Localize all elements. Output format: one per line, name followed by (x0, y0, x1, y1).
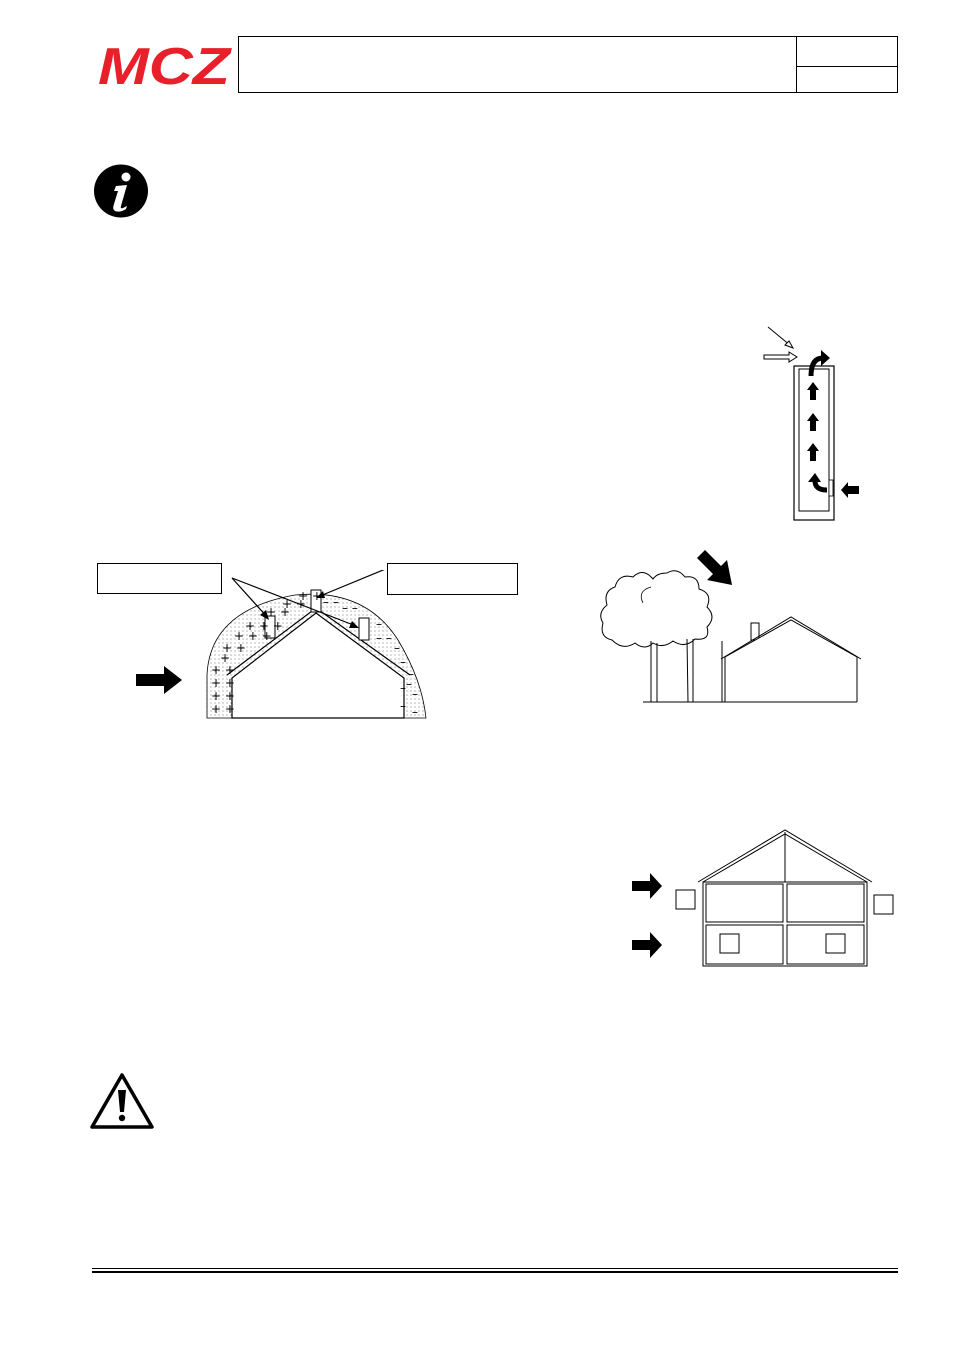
mcz-logo: MCZ (92, 38, 237, 96)
chimney-draft-diagram (755, 320, 865, 525)
svg-text:+ +: + + (298, 589, 322, 603)
svg-text:+ +: + + (211, 689, 235, 703)
svg-text:–: – (394, 641, 400, 655)
svg-text:–: – (412, 687, 418, 701)
logo-text: MCZ (98, 40, 233, 90)
svg-text:–: – (376, 617, 382, 631)
svg-text:+ +: + + (211, 702, 235, 716)
svg-text:–: – (408, 667, 414, 681)
svg-text:+ + +: + + + (245, 619, 283, 633)
svg-text:–: – (400, 681, 406, 695)
roof-label-right (387, 563, 518, 595)
svg-text:+: + (280, 605, 290, 619)
trees-house-diagram (595, 545, 865, 710)
header-title-box (238, 36, 797, 93)
room-pressure-diagram (628, 826, 898, 972)
svg-text:– –: – – (323, 595, 339, 609)
info-icon (92, 163, 150, 219)
svg-text:–: – (406, 677, 412, 691)
svg-text:– –: – – (342, 601, 358, 615)
svg-text:+: + (220, 651, 230, 665)
svg-text:– –: – – (376, 631, 392, 645)
svg-text:–: – (412, 705, 418, 719)
svg-text:+ + +: + + + (234, 629, 272, 643)
svg-text:–: – (400, 655, 406, 669)
roof-label-left (97, 563, 222, 594)
roof-pressure-diagram: + + + + + + + + + + + + + + + + + + + + … (130, 567, 440, 725)
warning-icon (90, 1073, 154, 1129)
svg-text:+: + (266, 605, 276, 619)
svg-text:–: – (400, 699, 406, 713)
svg-text:+ +: + + (211, 676, 235, 690)
footer-rule (92, 1268, 898, 1269)
svg-text:+ +: + + (222, 641, 246, 655)
wind-arrow-icon (136, 666, 184, 694)
svg-text:+ +: + + (282, 597, 306, 611)
footer-rule-double (92, 1271, 898, 1273)
header-cell-top (796, 36, 898, 67)
header-cell-bottom (796, 66, 898, 93)
svg-text:+ +: + + (211, 663, 235, 677)
